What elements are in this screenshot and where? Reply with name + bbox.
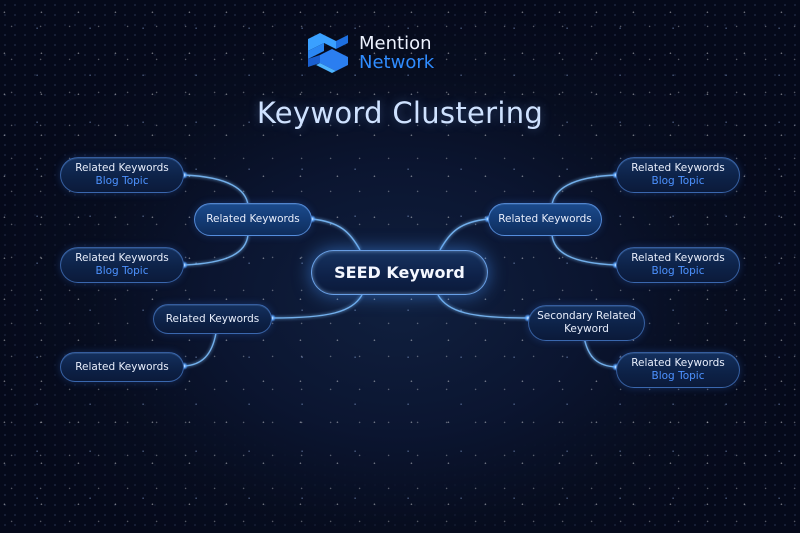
seed-keyword-label: SEED Keyword xyxy=(334,263,465,282)
node-label: Related Keywords xyxy=(165,312,260,325)
diagram-title: Keyword Clustering xyxy=(256,96,544,130)
node-sublabel: Blog Topic xyxy=(651,265,705,277)
node-label: Related Keywords xyxy=(631,252,725,264)
node-sublabel: Blog Topic xyxy=(651,175,705,187)
right-lower-secondary-related-keyword-node[interactable]: Secondary Related Keyword xyxy=(528,305,645,341)
node-sublabel: Blog Topic xyxy=(95,175,149,187)
node-label: Related Keywords xyxy=(75,252,169,264)
node-label: Related Keywords xyxy=(75,162,169,174)
node-label: Related Keywords xyxy=(631,162,725,174)
node-label-line-1: Secondary Related xyxy=(537,310,636,322)
seed-keyword-node[interactable]: SEED Keyword xyxy=(311,250,488,295)
node-sublabel: Blog Topic xyxy=(651,370,705,382)
node-label: Related Keywords xyxy=(631,357,725,369)
brand-line-2: Network xyxy=(359,52,435,73)
left-lower-child-node[interactable]: Related Keywords xyxy=(60,352,184,382)
left-upper-related-keywords-node[interactable]: Related Keywords xyxy=(194,203,312,236)
right-upper-child-2-node[interactable]: Related Keywords Blog Topic xyxy=(616,247,740,283)
right-upper-child-1-node[interactable]: Related Keywords Blog Topic xyxy=(616,157,740,193)
node-label: Related Keywords xyxy=(206,213,300,225)
brand-name: Mention Network xyxy=(359,34,434,72)
brand-line-1: Mention xyxy=(359,33,432,54)
left-lower-related-keywords-node[interactable]: Related Keywords xyxy=(153,304,272,334)
node-label: Related Keywords xyxy=(75,360,169,373)
node-label: Related Keywords xyxy=(498,213,592,225)
right-upper-related-keywords-node[interactable]: Related Keywords xyxy=(488,203,602,236)
node-label-line-2: Keyword xyxy=(564,323,609,335)
left-upper-child-1-node[interactable]: Related Keywords Blog Topic xyxy=(60,157,184,193)
right-lower-child-node[interactable]: Related Keywords Blog Topic xyxy=(616,352,740,388)
mention-network-logo-icon xyxy=(308,33,348,73)
left-upper-child-2-node[interactable]: Related Keywords Blog Topic xyxy=(60,247,184,283)
node-sublabel: Blog Topic xyxy=(95,265,149,277)
